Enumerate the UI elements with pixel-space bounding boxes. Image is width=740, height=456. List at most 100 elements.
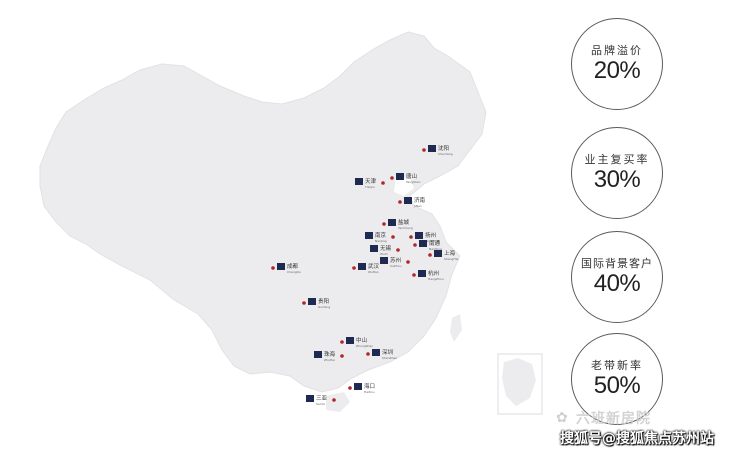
city-name: 盐城: [398, 218, 410, 226]
wechat-icon: ✿: [556, 410, 568, 426]
developer-logo-icon: [277, 263, 285, 270]
city-dot: [382, 222, 386, 226]
city-dot: [348, 386, 352, 390]
stat-repurchase-rate: 业主复买率 30%: [571, 127, 663, 219]
developer-logo-icon: [346, 337, 354, 344]
city-name: 珠海: [324, 350, 336, 358]
developer-logo-icon: [372, 349, 380, 356]
city-pinyin: TangShan: [405, 180, 421, 184]
city-pinyin: WuHan: [368, 270, 379, 274]
city-pinyin: JiNan: [413, 204, 422, 208]
city-dot: [398, 200, 402, 204]
city-name: 成都: [287, 262, 299, 270]
taiwan-island: [450, 314, 462, 342]
city-name: 苏州: [390, 256, 401, 264]
city-dot: [390, 176, 394, 180]
city-name: 三亚: [316, 395, 328, 402]
city-name: 贵阳: [318, 297, 329, 305]
inset-map: [497, 353, 543, 415]
city-dot: [271, 266, 275, 270]
city-pinyin: SuZhou: [390, 264, 402, 268]
city-name: 扬州: [425, 231, 436, 239]
stat-label: 老带新率: [591, 359, 643, 372]
stat-label: 国际背景客户: [581, 257, 653, 270]
city-pinyin: ShenZhen: [382, 356, 397, 360]
watermark-account: 六班新房院: [576, 411, 651, 427]
developer-logo-icon: [308, 298, 316, 305]
stat-value: 40%: [593, 270, 641, 297]
city-dot: [412, 273, 416, 277]
city-pinyin: WuXi: [380, 252, 388, 256]
developer-logo-icon: [314, 351, 322, 358]
city-pinyin: ZhuHai: [324, 358, 335, 362]
developer-logo-icon: [388, 219, 396, 226]
developer-logo-icon: [354, 383, 362, 390]
city-name: 上海: [444, 249, 456, 257]
city-dot: [391, 235, 395, 239]
city-dot: [422, 148, 426, 152]
city-dot: [340, 354, 344, 358]
developer-logo-icon: [404, 197, 412, 204]
stat-value: 20%: [593, 57, 641, 84]
city-pinyin: ShangHai: [444, 257, 459, 261]
city-pinyin: NanJing: [375, 239, 387, 243]
city-dot: [366, 352, 370, 356]
city-dot: [340, 340, 344, 344]
developer-logo-icon: [418, 270, 426, 277]
bohai-bay: [394, 176, 414, 196]
city-name: 唐山: [406, 172, 417, 180]
city-name: 济南: [414, 196, 426, 204]
city-name: 海口: [364, 382, 375, 390]
developer-logo-icon: [306, 395, 314, 402]
watermark-site: 搜狐号@搜狐焦点苏州站: [560, 431, 714, 447]
city-pinyin: SanYa: [316, 402, 325, 406]
developer-logo-icon: [370, 245, 378, 252]
city-dot: [352, 266, 356, 270]
developer-logo-icon: [419, 240, 427, 247]
city-pinyin: YanCheng: [398, 226, 413, 230]
stat-international-clients: 国际背景客户 40%: [571, 231, 663, 323]
city-dot: [332, 398, 336, 402]
stat-brand-premium: 品牌溢价 20%: [571, 18, 663, 110]
city-name: 南通: [429, 239, 441, 247]
developer-logo-icon: [396, 173, 404, 180]
stat-label: 业主复买率: [584, 153, 650, 166]
city-name: 无锡: [380, 244, 392, 252]
city-dot: [409, 235, 413, 239]
china-mainland-shape: [39, 31, 487, 393]
city-name: 沈阳: [438, 144, 449, 152]
developer-logo-icon: [434, 250, 442, 257]
city-pinyin: ChengDu: [287, 270, 301, 274]
developer-logo-icon: [365, 232, 373, 239]
city-pinyin: GuiYang: [318, 305, 330, 309]
city-name: 武汉: [368, 262, 380, 270]
city-dot: [396, 248, 400, 252]
city-name: 杭州: [428, 269, 439, 277]
city-pinyin: NanTong: [429, 247, 442, 251]
stat-value: 30%: [593, 166, 641, 193]
developer-logo-icon: [358, 263, 366, 270]
city-pinyin: ShenYang: [438, 152, 453, 156]
city-pinyin: YangZhou: [425, 239, 440, 243]
city-name: 南京: [375, 231, 387, 239]
stat-value: 50%: [593, 372, 641, 399]
city-dot: [428, 253, 432, 257]
city-dot: [406, 260, 410, 264]
developer-logo-icon: [415, 232, 423, 239]
